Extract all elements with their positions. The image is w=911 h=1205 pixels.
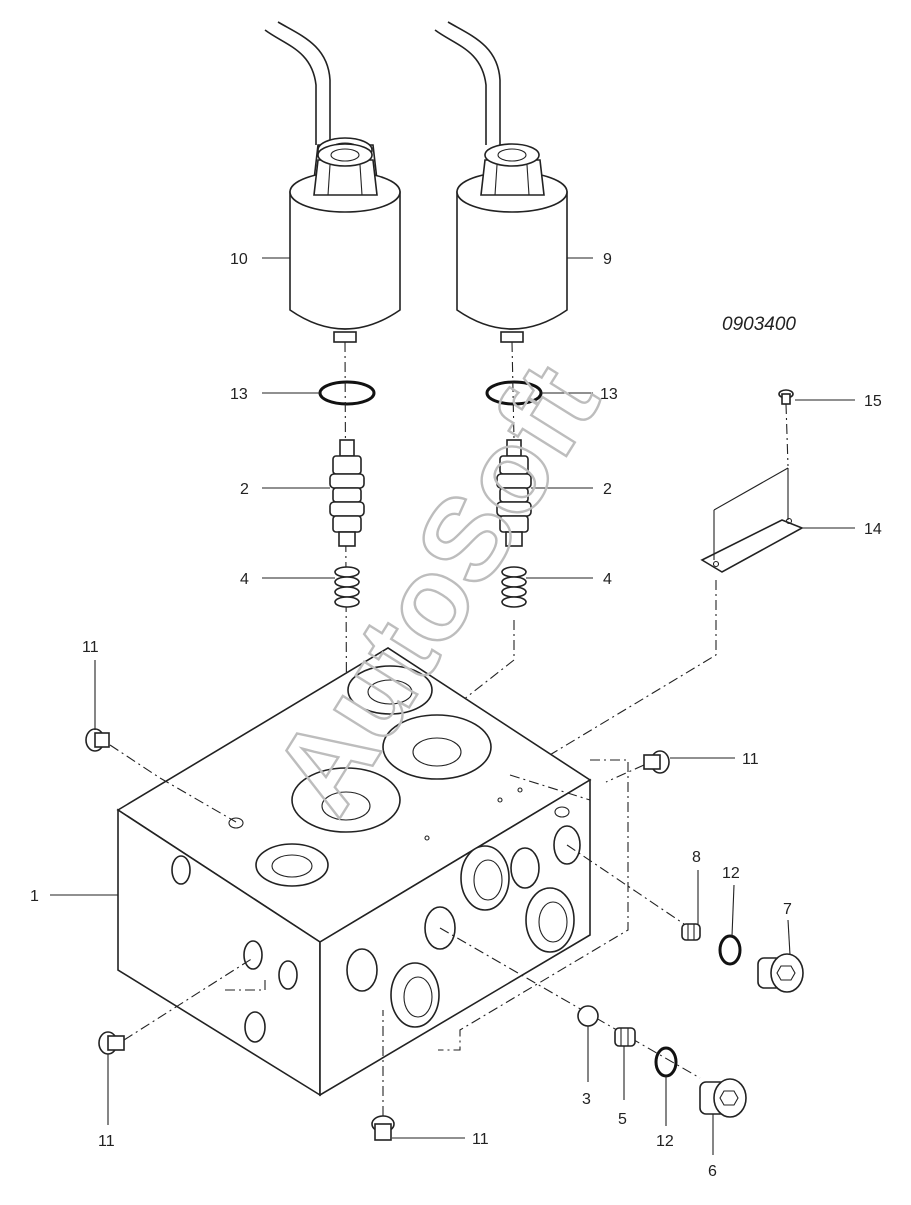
callout-3: 3 bbox=[582, 1091, 591, 1108]
callout-12-lower: 12 bbox=[656, 1133, 674, 1150]
callout-6: 6 bbox=[708, 1163, 717, 1180]
o-ring-13-left bbox=[318, 380, 376, 406]
callout-9: 9 bbox=[603, 251, 612, 268]
callout-11-right: 11 bbox=[742, 751, 759, 768]
name-plate-14 bbox=[700, 467, 804, 573]
callout-7: 7 bbox=[783, 901, 792, 918]
screw-11-right bbox=[643, 750, 670, 774]
callout-5: 5 bbox=[618, 1111, 627, 1128]
callout-2-right: 2 bbox=[603, 481, 612, 498]
callout-1: 1 bbox=[30, 888, 39, 905]
valve-spool-2-right bbox=[496, 439, 532, 547]
callout-4-left: 4 bbox=[240, 571, 249, 588]
screw-11-bottom-left bbox=[98, 1031, 125, 1055]
callout-11-top-left: 11 bbox=[82, 639, 99, 656]
callout-13-left: 13 bbox=[230, 386, 248, 403]
callout-11-bottom-left: 11 bbox=[98, 1133, 115, 1150]
callout-4-right: 4 bbox=[603, 571, 612, 588]
spring-4-left bbox=[334, 566, 360, 608]
solenoid-10 bbox=[264, 21, 401, 343]
callout-2-left: 2 bbox=[240, 481, 249, 498]
spring-4-right bbox=[501, 566, 527, 608]
spring-8 bbox=[681, 923, 701, 941]
plug-6 bbox=[699, 1078, 747, 1118]
screw-11-bottom bbox=[371, 1115, 395, 1141]
callout-12-upper: 12 bbox=[722, 865, 740, 882]
callout-labels: 10 9 13 13 15 2 2 14 4 4 11 11 1 8 12 7 … bbox=[30, 251, 882, 1180]
callout-14: 14 bbox=[864, 521, 882, 538]
leader-lines bbox=[50, 257, 855, 1155]
spring-5 bbox=[614, 1027, 636, 1047]
callout-15: 15 bbox=[864, 393, 882, 410]
pin-15 bbox=[778, 389, 794, 405]
valve-body-1 bbox=[116, 647, 592, 1097]
screw-11-top-left bbox=[85, 728, 110, 752]
o-ring-12-upper bbox=[718, 934, 742, 966]
callout-10: 10 bbox=[230, 251, 248, 268]
callout-13-right: 13 bbox=[600, 386, 618, 403]
valve-spool-2-left bbox=[329, 439, 365, 547]
drawing-number: 0903400 bbox=[722, 314, 796, 335]
solenoid-9 bbox=[434, 21, 568, 343]
callout-11-bottom: 11 bbox=[472, 1131, 489, 1148]
callout-8: 8 bbox=[692, 849, 701, 866]
ball-3 bbox=[577, 1005, 599, 1027]
plug-7 bbox=[757, 953, 804, 993]
